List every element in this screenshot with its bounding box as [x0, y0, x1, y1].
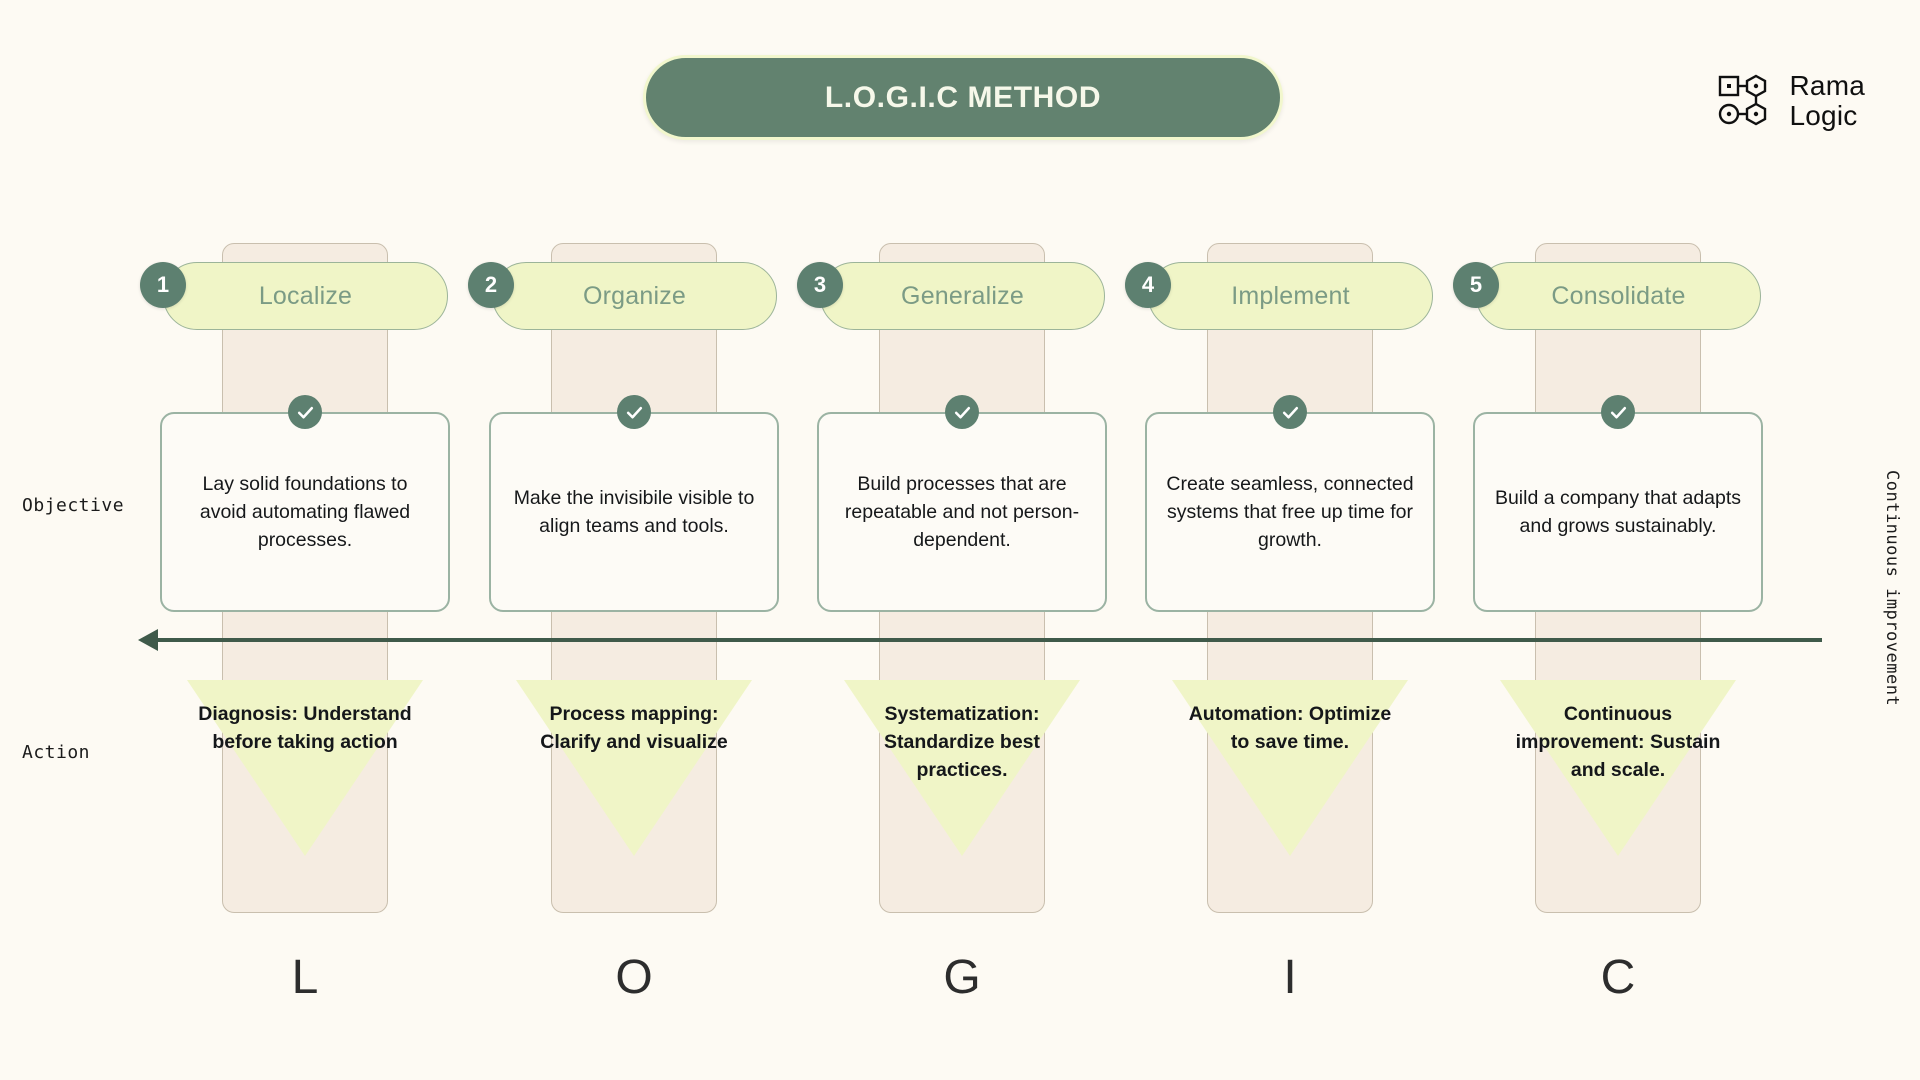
step-number: 3: [813, 272, 827, 297]
step-name: Localize: [258, 281, 353, 310]
action-text: Automation: Optimize to save time.: [1188, 703, 1392, 754]
check-circle-icon: [288, 395, 322, 429]
objective-card: Build a company that adapts and grows su…: [1473, 412, 1763, 612]
row-label-action: Action: [22, 742, 91, 763]
objective-text: Create seamless, connected systems that …: [1166, 472, 1414, 552]
page-title-badge: L.O.G.I.C METHOD: [643, 55, 1283, 140]
step-letter: C: [1600, 951, 1636, 1004]
action-text: Systematization: Standardize best practi…: [883, 703, 1041, 782]
continuous-improvement-label: Continuous improvement: [1882, 470, 1902, 707]
check-circle-icon: [945, 395, 979, 429]
objective-card: Build processes that are repeatable and …: [817, 412, 1107, 612]
step-name: Generalize: [901, 281, 1024, 310]
step-name: Consolidate: [1551, 281, 1686, 310]
action-text: Continuous improvement: Sustain and scal…: [1515, 703, 1721, 782]
step-number-badge: 1: [140, 262, 186, 308]
step-header-pill[interactable]: Localize: [163, 262, 448, 330]
check-circle-icon: [1601, 395, 1635, 429]
step-letter: L: [291, 951, 319, 1004]
step-name: Implement: [1231, 281, 1350, 310]
objective-text: Build a company that adapts and grows su…: [1494, 486, 1742, 537]
objective-card: Lay solid foundations to avoid automatin…: [160, 412, 450, 612]
continuous-improvement-arrow-line: [150, 638, 1822, 642]
brand-line-2: Logic: [1789, 100, 1858, 131]
step-number: 2: [484, 272, 498, 297]
objective-text: Make the invisibile visible to align tea…: [513, 486, 755, 537]
step-header-pill[interactable]: Implement: [1148, 262, 1433, 330]
check-circle-icon: [1273, 395, 1307, 429]
check-circle-icon: [617, 395, 651, 429]
brand-name: Rama Logic: [1790, 71, 1866, 130]
arrow-head-left-icon: [138, 629, 158, 651]
step-header-pill[interactable]: Organize: [492, 262, 777, 330]
node-graph-logo-icon: [1716, 70, 1778, 132]
objective-card: Make the invisibile visible to align tea…: [489, 412, 779, 612]
step-number: 4: [1141, 272, 1155, 297]
step-number-badge: 4: [1125, 262, 1171, 308]
row-label-objective: Objective: [22, 495, 125, 516]
step-header-pill[interactable]: Consolidate: [1476, 262, 1761, 330]
step-letter: G: [943, 951, 981, 1004]
objective-card: Create seamless, connected systems that …: [1145, 412, 1435, 612]
step-header-pill[interactable]: Generalize: [820, 262, 1105, 330]
step-number-badge: 3: [797, 262, 843, 308]
step-number-badge: 5: [1453, 262, 1499, 308]
step-letter: I: [1283, 951, 1297, 1004]
step-number-badge: 2: [468, 262, 514, 308]
page-title: L.O.G.I.C METHOD: [824, 80, 1102, 114]
step-name: Organize: [582, 281, 687, 310]
objective-text: Build processes that are repeatable and …: [844, 472, 1080, 552]
step-letter: O: [615, 951, 653, 1004]
step-number: 5: [1469, 272, 1483, 297]
action-text: Process mapping: Clarify and visualize: [540, 703, 728, 754]
objective-text: Lay solid foundations to avoid automatin…: [199, 472, 411, 552]
brand-logo: Rama Logic: [1716, 70, 1866, 132]
step-number: 1: [156, 272, 170, 297]
brand-line-1: Rama: [1789, 70, 1865, 102]
action-text: Diagnosis: Understand before taking acti…: [198, 703, 412, 754]
